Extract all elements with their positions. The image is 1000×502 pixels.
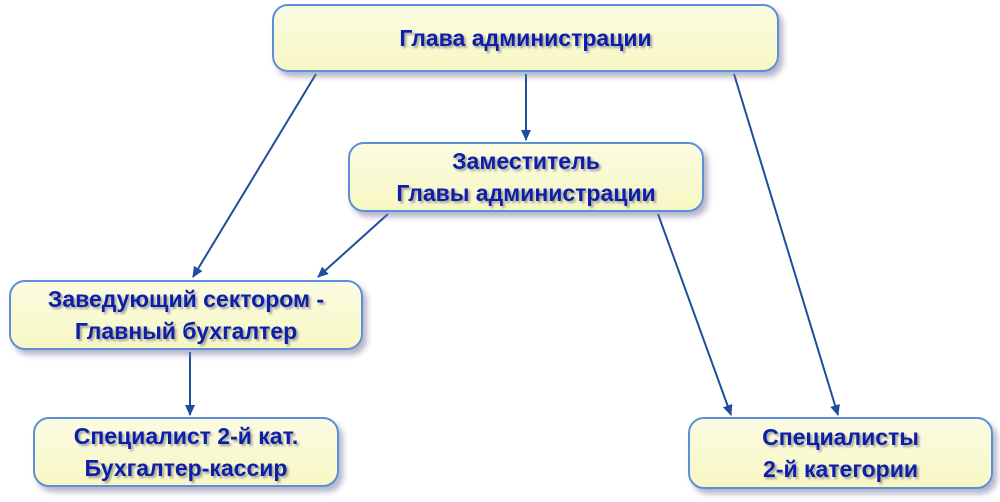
node-deputy-line2: Главы администрации [396, 180, 656, 206]
node-specs-line2: 2-й категории [763, 456, 918, 482]
node-sector-head-chief-accountant: Заведующий сектором - Главный бухгалтер [9, 280, 363, 350]
node-specialists-2nd-category: Специалисты 2-й категории [688, 417, 993, 489]
node-specs-line1: Специалисты [762, 424, 919, 450]
arrow-head-to-specialists [733, 73, 840, 416]
node-deputy-line1: Заместитель [452, 148, 600, 174]
node-specialist-accountant-cashier: Специалист 2-й кат. Бухгалтер-кассир [33, 417, 339, 487]
arrow-deputy-to-specialists [657, 213, 733, 416]
node-spec-line2: Бухгалтер-кассир [84, 455, 288, 481]
node-chief-line1: Заведующий сектором - [47, 286, 325, 312]
node-deputy-head: Заместитель Главы администрации [348, 142, 704, 212]
arrow-head-to-chief [192, 73, 317, 278]
node-spec-line1: Специалист 2-й кат. [73, 423, 299, 449]
node-head-line1: Глава администрации [399, 25, 652, 51]
arrow-deputy-to-chief [317, 213, 389, 278]
node-chief-line2: Главный бухгалтер [74, 318, 298, 344]
node-head-of-administration: Глава администрации [272, 4, 779, 72]
